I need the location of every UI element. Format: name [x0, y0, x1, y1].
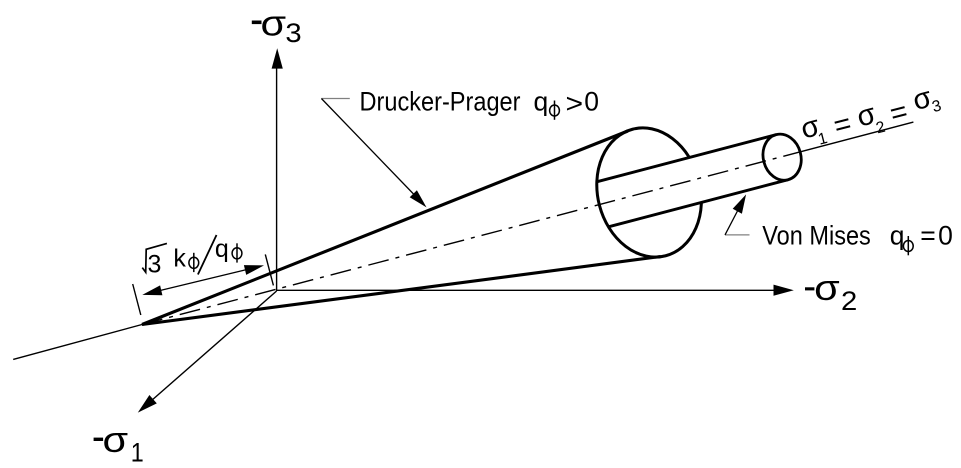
svg-text:3: 3 [930, 97, 943, 116]
svg-text:σ: σ [814, 267, 840, 308]
svg-text:3: 3 [285, 18, 301, 48]
svg-text:k: k [173, 245, 186, 273]
svg-text:1: 1 [131, 437, 144, 467]
svg-text:2: 2 [841, 286, 857, 316]
svg-text:σ: σ [103, 419, 129, 460]
svg-text:Drucker-Prager: Drucker-Prager [360, 86, 521, 116]
svg-text:0: 0 [584, 86, 599, 116]
svg-text:q: q [534, 86, 549, 116]
svg-text:3: 3 [148, 251, 162, 279]
svg-text:0: 0 [938, 221, 953, 251]
svg-text:=: = [920, 221, 935, 251]
svg-text:>: > [566, 89, 584, 119]
svg-text:1: 1 [816, 130, 829, 149]
svg-text:Von Mises: Von Mises [762, 221, 871, 251]
svg-text:q: q [215, 235, 229, 263]
svg-text:σ: σ [261, 3, 287, 44]
svg-text:2: 2 [874, 119, 887, 138]
svg-text:q: q [890, 221, 905, 251]
